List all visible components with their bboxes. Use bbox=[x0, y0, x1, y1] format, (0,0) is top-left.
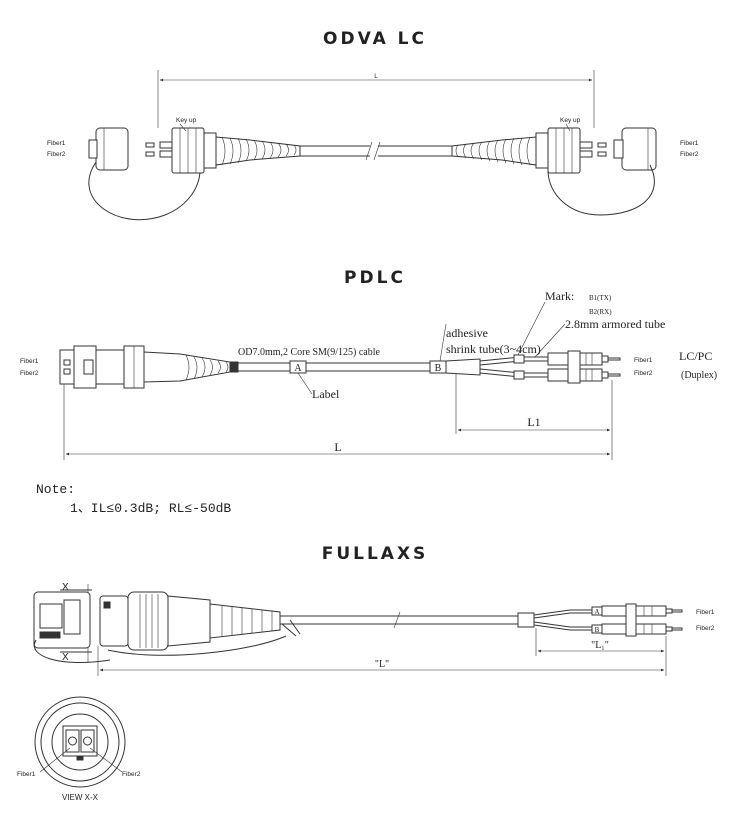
view-port-1 bbox=[65, 729, 80, 753]
fullaxs-marker-a: A bbox=[594, 608, 599, 616]
fullaxs-l-label: "L" bbox=[375, 659, 389, 670]
odva-lc-section: ODVA LC L Fiber1 Fiber2 bbox=[47, 29, 699, 221]
odva-dim-label: L bbox=[374, 73, 378, 80]
note-heading: Note: bbox=[36, 482, 75, 497]
odva-right-ferrules bbox=[579, 141, 607, 158]
pdlc-fiber1-left: Fiber1 bbox=[20, 358, 39, 365]
odva-key-up-left: Key up bbox=[176, 117, 197, 124]
pdlc-fiber1-right: Fiber1 bbox=[634, 357, 653, 364]
pdlc-mark-b1: B1(TX) bbox=[589, 294, 612, 302]
odva-key-up-right: Key up bbox=[560, 117, 581, 124]
pdlc-left-boot bbox=[143, 351, 239, 383]
fullaxs-x-top: X bbox=[62, 582, 69, 593]
fullaxs-connector bbox=[99, 591, 211, 651]
odva-right-tether bbox=[547, 164, 655, 216]
odva-right-boot bbox=[451, 136, 537, 166]
note-section: Note: 1、IL≤0.3dB; RL≤-50dB bbox=[36, 482, 231, 516]
fullaxs-fiber2-right: Fiber2 bbox=[696, 625, 715, 632]
pdlc-duplex: (Duplex) bbox=[681, 370, 717, 381]
view-outer-ring bbox=[34, 696, 126, 788]
pdlc-cable-label: OD7.0mm,2 Core SM(9/125) cable bbox=[238, 347, 380, 358]
pdlc-fiber2-left: Fiber2 bbox=[20, 370, 39, 377]
odva-key-leader-left bbox=[179, 123, 187, 132]
view-port-2 bbox=[80, 729, 95, 753]
view-fiber2-leader bbox=[89, 747, 123, 773]
odva-left-connector bbox=[171, 127, 217, 174]
odva-fiber1-left: Fiber1 bbox=[47, 140, 66, 147]
view-fiber1: Fiber1 bbox=[17, 771, 36, 778]
view-ring-2 bbox=[40, 702, 120, 782]
view-caption: VIEW X-X bbox=[62, 793, 99, 802]
fullaxs-x-bottom: X bbox=[62, 652, 69, 663]
pdlc-cable bbox=[238, 358, 481, 376]
pdlc-l-label: L bbox=[334, 440, 341, 454]
odva-key-leader-right bbox=[565, 123, 571, 132]
odva-cable bbox=[300, 141, 452, 161]
note-line1: 1、IL≤0.3dB; RL≤-50dB bbox=[70, 501, 231, 516]
pdlc-adhesive-line2: shrink tube(3~4cm) bbox=[446, 342, 541, 356]
fullaxs-breakout bbox=[533, 606, 603, 634]
fullaxs-marker-b: B bbox=[595, 626, 600, 634]
pdlc-label-text: Label bbox=[312, 387, 340, 401]
pdlc-mark-leader bbox=[517, 301, 546, 356]
odva-fiber2-left: Fiber2 bbox=[47, 151, 66, 158]
odva-right-dust-cap bbox=[613, 127, 657, 171]
pdlc-adhesive-leader bbox=[439, 323, 447, 362]
view-ferrule-2 bbox=[83, 736, 92, 746]
odva-fiber1-right: Fiber1 bbox=[680, 140, 699, 147]
fullaxs-l1-label: "L₁" bbox=[591, 640, 609, 651]
odva-left-boot bbox=[215, 136, 301, 166]
view-fiber2: Fiber2 bbox=[122, 771, 141, 778]
pdlc-title: PDLC bbox=[344, 268, 406, 288]
odva-right-connector bbox=[535, 127, 581, 174]
fullaxs-fiber1-right: Fiber1 bbox=[696, 609, 715, 616]
odva-title: ODVA LC bbox=[323, 29, 427, 49]
fullaxs-title: FULLAXS bbox=[322, 544, 429, 564]
fullaxs-left-housing bbox=[33, 591, 111, 663]
fullaxs-boot bbox=[107, 603, 301, 656]
odva-fiber2-right: Fiber2 bbox=[680, 151, 699, 158]
pdlc-adhesive-line1: adhesive bbox=[446, 326, 488, 340]
pdlc-mark-text: Mark: bbox=[545, 289, 574, 303]
pdlc-lc-connectors bbox=[547, 350, 621, 384]
pdlc-marker-a: A bbox=[294, 363, 302, 374]
odva-left-dust-cap bbox=[88, 127, 129, 171]
pdlc-armored-tube: 2.8mm armored tube bbox=[565, 317, 665, 331]
odva-left-tether bbox=[88, 161, 201, 221]
fullaxs-lc-connectors bbox=[601, 603, 683, 637]
pdlc-l1-label: L1 bbox=[527, 415, 540, 429]
odva-left-ferrules bbox=[145, 141, 173, 158]
pdlc-label-leader bbox=[297, 372, 313, 395]
pdlc-armored-leader bbox=[534, 323, 566, 358]
pdlc-lcpc: LC/PC bbox=[679, 349, 712, 363]
pdlc-fiber2-right: Fiber2 bbox=[634, 370, 653, 377]
view-xx-section: Fiber1 Fiber2 VIEW X-X bbox=[17, 696, 141, 802]
fullaxs-section: FULLAXS X X bbox=[33, 544, 715, 676]
pdlc-breakout-tubes bbox=[479, 354, 548, 380]
fullaxs-cable bbox=[280, 611, 535, 629]
view-fiber1-leader bbox=[39, 747, 71, 773]
pdlc-section: PDLC Fiber1 Fiber2 bbox=[20, 268, 717, 460]
pdlc-marker-b: B bbox=[435, 363, 442, 374]
view-ferrule-1 bbox=[68, 736, 77, 746]
view-inner-ring bbox=[51, 713, 109, 771]
pdlc-mark-b2: B2(RX) bbox=[589, 308, 612, 316]
pdlc-left-connector bbox=[59, 345, 145, 389]
view-key-notch bbox=[76, 755, 84, 761]
